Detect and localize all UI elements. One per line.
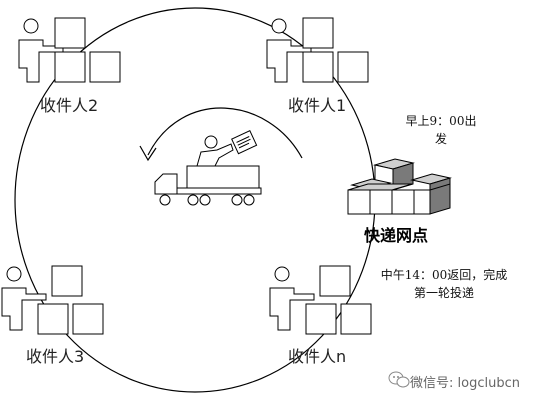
- parcel-stack: [347, 158, 452, 215]
- receiver-1-label: 收件人1: [288, 96, 347, 115]
- receiver-3-figure: [1, 265, 104, 335]
- watermark-text: 微信号: logclubcn: [410, 376, 520, 391]
- delivery-truck: [154, 130, 262, 206]
- return-note-line2: 第一轮投递: [413, 286, 474, 300]
- return-note: 中午14：00返回，完成 第一轮投递: [374, 266, 514, 302]
- receiver-2-figure: [18, 17, 121, 83]
- return-note-line1: 中午14：00返回，完成: [380, 268, 508, 282]
- direction-arrow: [147, 107, 303, 159]
- receiver-2-label: 收件人2: [40, 96, 99, 115]
- direction-arrow-head: [139, 145, 157, 162]
- departure-note-line2: 发: [434, 132, 447, 146]
- receiver-1-figure: [266, 17, 369, 83]
- departure-note-line1: 早上9：00出: [405, 114, 477, 128]
- departure-note: 早上9：00出 发: [396, 112, 486, 148]
- wechat-icon: [388, 371, 410, 388]
- receiver-n-figure: [269, 265, 372, 335]
- receiver-3-label: 收件人3: [26, 347, 85, 366]
- receiver-n-label: 收件人n: [288, 347, 347, 366]
- station-label: 快递网点: [364, 226, 429, 245]
